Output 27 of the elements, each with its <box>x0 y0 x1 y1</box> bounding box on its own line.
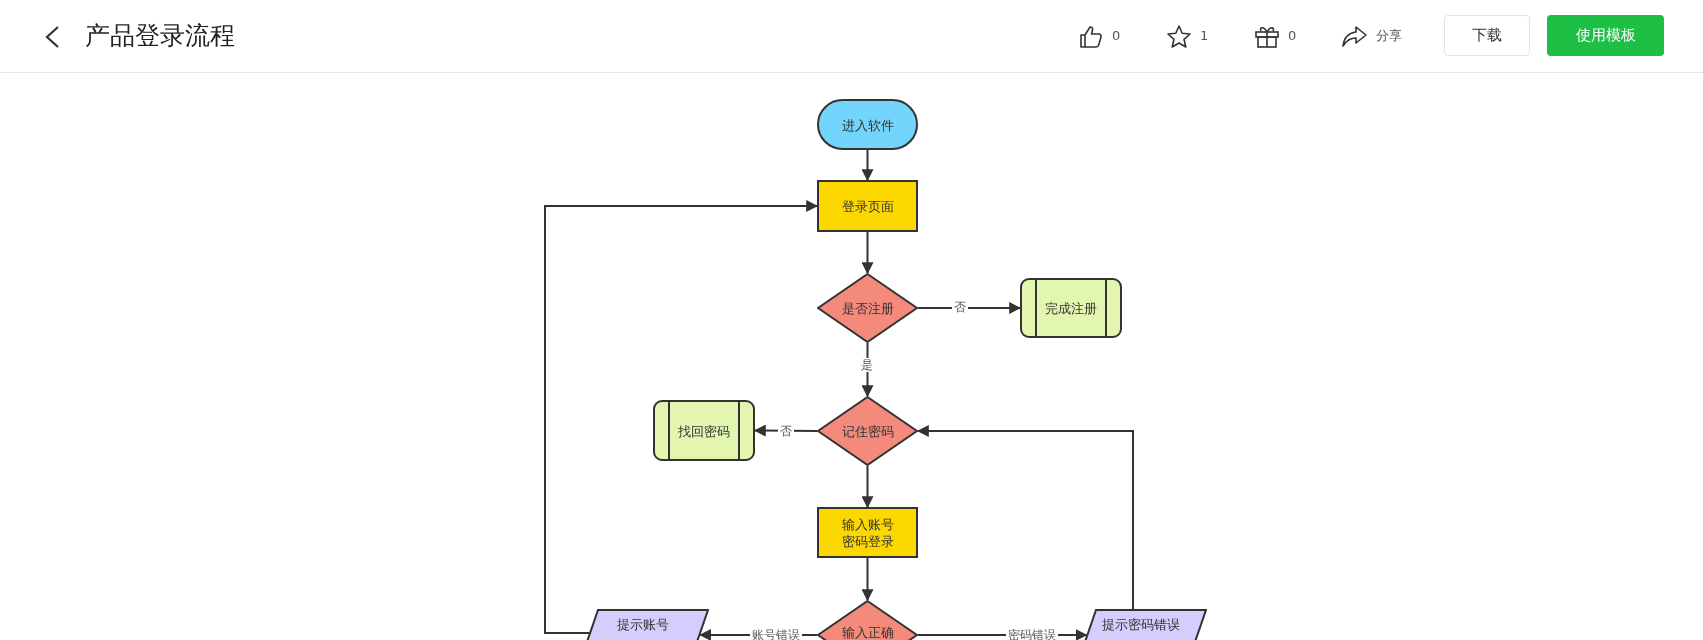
start-terminal: 进入软件 <box>817 99 918 150</box>
arrow <box>861 557 874 602</box>
star-count: 1 <box>1200 28 1209 44</box>
page-title: 产品登录流程 <box>85 20 235 52</box>
process-box: 登录页面 <box>817 180 918 232</box>
process-box: 输入账号密码登录 <box>817 507 918 558</box>
arrow <box>917 302 1022 314</box>
edge-label: 密码错误 <box>1006 628 1058 640</box>
share-label: 分享 <box>1376 28 1402 44</box>
like-count: 0 <box>1112 28 1121 44</box>
subprocess-box: 完成注册 <box>1020 278 1122 338</box>
arrow <box>916 425 1134 610</box>
gift-count: 0 <box>1288 28 1297 44</box>
decision-diamond: 输入正确 <box>817 600 918 640</box>
arrow <box>861 149 874 182</box>
subprocess-box: 找回密码 <box>653 400 755 461</box>
arrow <box>544 200 819 634</box>
edge-label: 账号错误 <box>750 628 802 640</box>
edge-label: 是 <box>859 358 875 372</box>
decision-diamond: 记住密码 <box>817 396 918 466</box>
arrow <box>861 465 874 509</box>
decision-diamond: 是否注册 <box>817 273 918 343</box>
use-template-button: 使用模板 <box>1547 15 1664 56</box>
download-button: 下载 <box>1444 15 1530 56</box>
edge-label: 否 <box>778 424 794 438</box>
arrow <box>861 231 874 275</box>
edge-label: 否 <box>952 300 968 314</box>
